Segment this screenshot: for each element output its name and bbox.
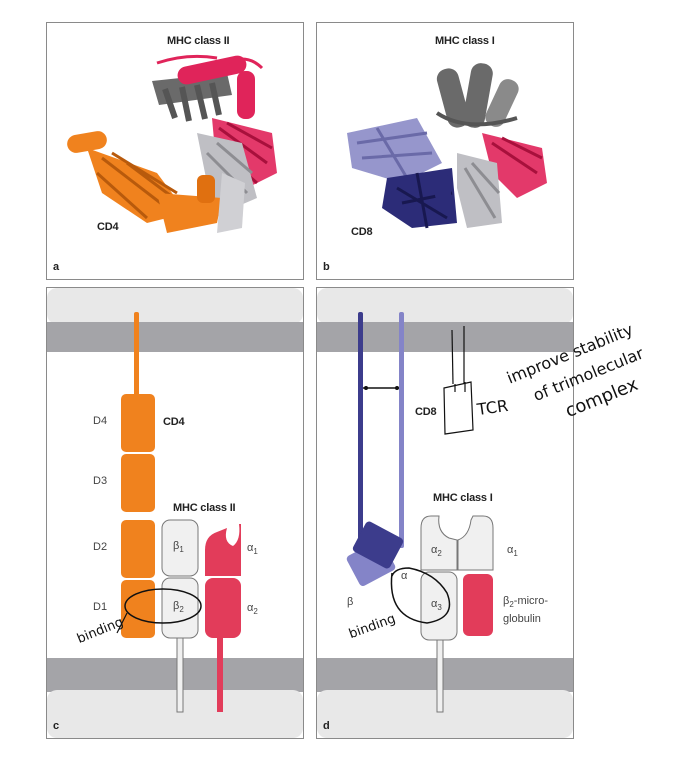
mhc1-stalk: [436, 639, 444, 713]
beta1-label: β1: [173, 540, 184, 555]
binding-circle-annotation: [390, 567, 451, 624]
mhc1-alpha1-domain: [457, 515, 494, 571]
panel-b-molecule-label: CD8: [351, 226, 373, 238]
cd8-alpha-label: α: [401, 570, 408, 582]
cd8-alpha-stalk: [399, 312, 404, 548]
domain-label-d1: D1: [93, 601, 108, 613]
mhc2-alpha-stalk: [217, 638, 223, 712]
mhc1-alpha1-label: α1: [507, 544, 518, 559]
domain-label-d4: D4: [93, 415, 108, 427]
cd4-ribbon: [67, 131, 245, 233]
cd4-mhc2-schematic: [47, 288, 303, 738]
bottom-membrane-light: [317, 690, 573, 738]
cd8-mhc1-schematic: [317, 288, 573, 738]
panel-a-title: MHC class II: [167, 35, 230, 47]
panel-a-molecule-label: CD4: [97, 221, 119, 233]
panel-c-cd4-label: CD4: [163, 416, 185, 428]
mhc1-alpha2-domain: [420, 515, 458, 571]
mhc2-beta-stalk: [176, 637, 184, 713]
domain-label-d2: D2: [93, 541, 108, 553]
mhc1-alpha3-beta2m: [457, 133, 547, 228]
top-membrane-light: [47, 288, 303, 324]
panel-a-label: a: [53, 261, 60, 273]
panel-c-label: c: [53, 720, 60, 732]
cd8-beta-label: β: [347, 596, 354, 608]
panel-b-title: MHC class I: [435, 35, 495, 47]
panel-d-label: d: [323, 720, 330, 732]
cd4-domain-d3: [121, 454, 155, 512]
cd4-domain-d4: [121, 394, 155, 452]
mhc2-beta1-domain: [161, 519, 199, 577]
mhc1-helices: [435, 63, 519, 128]
cd8-beta-stalk: [358, 312, 363, 548]
top-membrane-dark: [47, 322, 303, 352]
panel-d: CD8 MHC class I α2 α1 α3 β α β2-micro- g…: [316, 287, 574, 739]
tcr-sketch: [443, 326, 474, 435]
mhc2-alpha2-domain: [205, 578, 241, 638]
panel-d-mhc1-title: MHC class I: [433, 492, 493, 504]
mhc1-alpha2-label: α2: [431, 544, 442, 559]
beta2-label: β2: [173, 600, 184, 615]
panel-c: CD4 D4 D3 D2 D1 MHC class II β1 β2 α1 α2…: [46, 287, 304, 739]
b2m-label: β2-micro- globulin: [503, 595, 548, 626]
mhc2-helices: [152, 54, 264, 122]
alpha1-label: α1: [247, 542, 258, 557]
bottom-membrane-dark: [317, 658, 573, 692]
cd4-domain-d2: [121, 520, 155, 578]
cd8-mhc1-ribbon-structure: [347, 63, 547, 229]
cd4-domain-d1: [121, 580, 155, 638]
binding-circle-annotation: [124, 588, 202, 624]
panel-d-cd8-label: CD8: [415, 406, 437, 418]
top-membrane-dark: [317, 322, 573, 352]
cd4-transmembrane-stalk: [134, 312, 139, 398]
mhc2-alpha1-domain: [205, 524, 241, 576]
bottom-membrane-light: [47, 690, 303, 738]
panel-b-label: b: [323, 261, 330, 273]
alpha2-label: α2: [247, 602, 258, 617]
domain-label-d3: D3: [93, 475, 108, 487]
cd4-mhc2-ribbon-structure: [67, 54, 277, 233]
binding-pointer-line: [116, 612, 128, 634]
panel-c-mhc2-title: MHC class II: [173, 502, 236, 514]
mhc1-alpha3-label: α3: [431, 598, 442, 613]
beta2-microglobulin: [463, 574, 493, 636]
bottom-membrane-dark: [47, 658, 303, 692]
panel-b: MHC class I CD8 b: [316, 22, 574, 280]
top-membrane-light: [317, 288, 573, 324]
cd8-ribbon: [347, 118, 457, 229]
panel-a: MHC class II CD4 a: [46, 22, 304, 280]
cd8-alpha-head: [352, 521, 404, 569]
